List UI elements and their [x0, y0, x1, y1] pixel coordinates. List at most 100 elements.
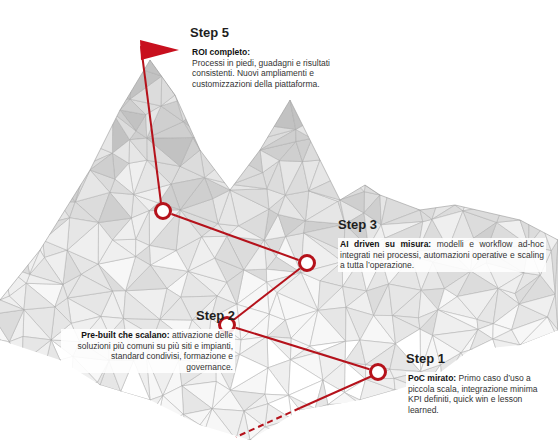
mesh-facet — [499, 64, 520, 104]
mesh-facet — [24, 307, 55, 340]
mesh-facet — [24, 70, 52, 99]
step-heading: Step 5 — [190, 25, 362, 41]
mesh-facet — [367, 81, 388, 104]
mesh-facet — [296, 138, 312, 161]
mesh-facet — [29, 381, 61, 409]
mesh-facet — [58, 415, 83, 438]
step-heading: Step 1 — [406, 351, 554, 367]
mesh-facet — [497, 163, 527, 204]
mesh-facet — [435, 148, 459, 164]
mesh-facet — [107, 440, 451, 443]
mesh-facet — [22, 363, 44, 381]
mesh-facet — [0, 46, 24, 70]
mesh-facet — [519, 144, 548, 177]
mesh-facet — [0, 68, 5, 127]
path-connector — [234, 269, 300, 320]
mesh-facet — [0, 127, 6, 173]
mesh-facet — [551, 55, 558, 240]
mesh-facet — [96, 99, 130, 110]
mesh-facet — [291, 424, 332, 436]
mesh-facet — [265, 404, 292, 427]
mesh-facet — [521, 94, 547, 121]
mesh-facet — [427, 40, 450, 77]
mesh-facet — [358, 402, 393, 436]
mesh-facet — [360, 415, 398, 437]
mesh-facet — [444, 131, 458, 153]
mesh-facet — [75, 165, 90, 202]
mesh-facet — [148, 395, 162, 426]
mesh-facet — [250, 427, 291, 440]
mesh-facet — [156, 414, 185, 436]
mesh-facet — [422, 165, 441, 193]
mesh-facet — [505, 429, 535, 435]
mesh-facet — [52, 64, 69, 96]
mesh-facet — [82, 420, 114, 442]
mesh-facet — [450, 57, 479, 77]
mesh-facet — [458, 153, 497, 165]
mesh-facet — [5, 70, 36, 99]
mesh-facet — [72, 382, 100, 387]
flag — [140, 40, 179, 60]
mesh-facet — [320, 154, 346, 174]
mesh-facet — [520, 184, 529, 222]
mesh-facet — [310, 310, 346, 346]
mesh-facet — [331, 402, 360, 436]
mesh-facet — [237, 304, 269, 340]
mesh-facet — [459, 163, 496, 188]
mesh-facet — [313, 97, 337, 120]
mesh-facet — [510, 345, 545, 362]
mesh-facet — [0, 127, 4, 222]
mesh-facet — [424, 118, 458, 131]
mesh-facet — [95, 41, 133, 83]
mesh-facet — [205, 132, 230, 155]
mesh-facet — [137, 400, 150, 419]
low-poly-mesh — [0, 40, 558, 443]
mesh-facet — [218, 132, 254, 155]
step-text: Processi in piedi, guadagni e risultati … — [192, 58, 330, 89]
step-marker: Step 3AI driven su misura: modelli e wor… — [298, 254, 316, 272]
mesh-facet — [55, 284, 68, 306]
mesh-facet — [360, 379, 395, 400]
mesh-facet — [346, 307, 360, 341]
mesh-facet — [363, 144, 381, 175]
path-tail — [300, 376, 372, 408]
mesh-facet — [83, 102, 112, 122]
step-marker: Step 1PoC mirato: Primo caso d’uso a pic… — [369, 363, 387, 381]
mesh-facet — [242, 100, 254, 123]
mesh-facet — [35, 394, 61, 418]
mesh-facet — [4, 147, 27, 173]
mesh-facet — [4, 233, 23, 265]
mesh-facet — [18, 46, 55, 70]
step-marker: Step 5ROI completo:Processi in piedi, gu… — [154, 202, 172, 220]
mesh-facet — [315, 380, 328, 408]
mesh-facet — [346, 174, 365, 192]
mesh-facet — [366, 56, 388, 81]
mesh-facet — [346, 174, 365, 185]
step-heading: Step 3 — [338, 217, 546, 233]
mesh-facet — [112, 218, 135, 240]
mesh-facet — [81, 82, 96, 101]
mesh-facet — [365, 173, 381, 185]
mesh-facet — [479, 76, 500, 89]
mesh-facet — [0, 222, 4, 265]
mesh-facet — [388, 53, 427, 71]
mesh-facet — [200, 138, 230, 155]
mesh-facet — [230, 355, 268, 391]
mesh-facet — [57, 96, 84, 122]
mesh-facet — [107, 420, 139, 442]
mesh-facet — [34, 437, 107, 442]
path-connector — [236, 328, 370, 370]
mesh-facet — [3, 363, 28, 381]
step-lead: ROI completo: — [192, 47, 250, 57]
mesh-facet — [447, 118, 458, 153]
mesh-facet — [96, 102, 120, 113]
mesh-facet — [18, 41, 104, 46]
mesh-facet — [54, 141, 86, 165]
mesh-facet — [500, 40, 550, 55]
mesh-facet — [328, 402, 358, 424]
mesh-facet — [497, 149, 519, 163]
mesh-facet — [250, 436, 360, 440]
mesh-facet — [467, 57, 485, 77]
mesh-facet — [223, 154, 232, 184]
mesh-facet — [115, 418, 139, 437]
